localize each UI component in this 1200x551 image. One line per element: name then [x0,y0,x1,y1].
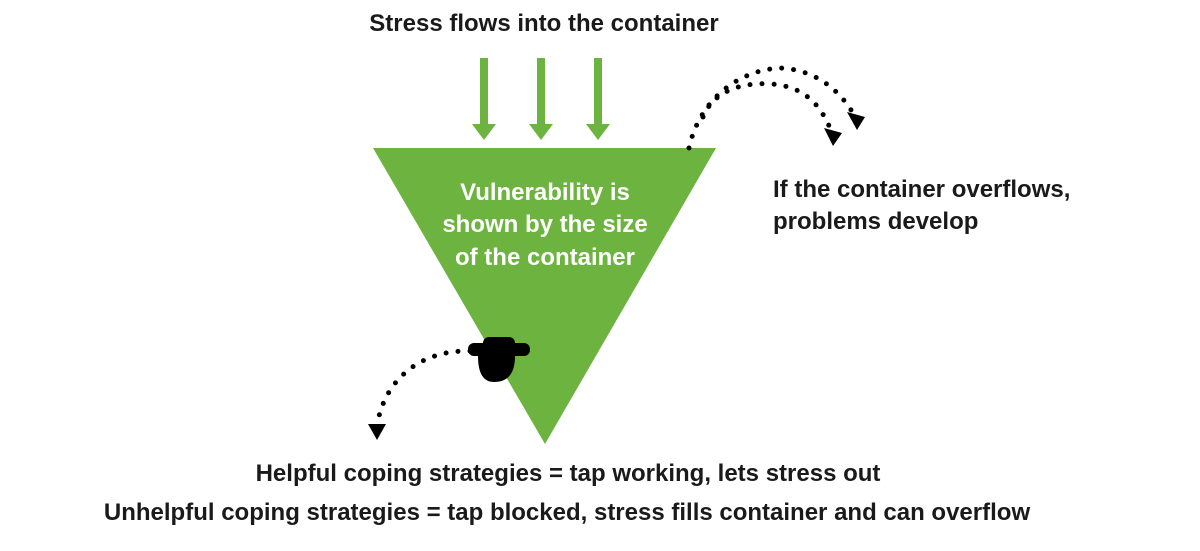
stress-arrow-middle [529,58,553,140]
unhelpful-coping-text: Unhelpful coping strategies = tap blocke… [103,499,1031,526]
diagram-title: Stress flows into the container [369,10,719,37]
stress-arrow-right [586,58,610,140]
drain-arrow [368,348,473,440]
stress-arrows [472,58,610,140]
overflow-description: If the container overflows, problems dev… [773,176,1071,236]
helpful-coping-text: Helpful coping strategies = tap working,… [255,460,881,487]
container-triangle [373,148,716,444]
container-description: Vulnerability is shown by the size of th… [442,179,648,271]
stress-arrow-left [472,58,496,140]
overflow-arrows [686,65,865,151]
tap-icon [468,337,530,382]
